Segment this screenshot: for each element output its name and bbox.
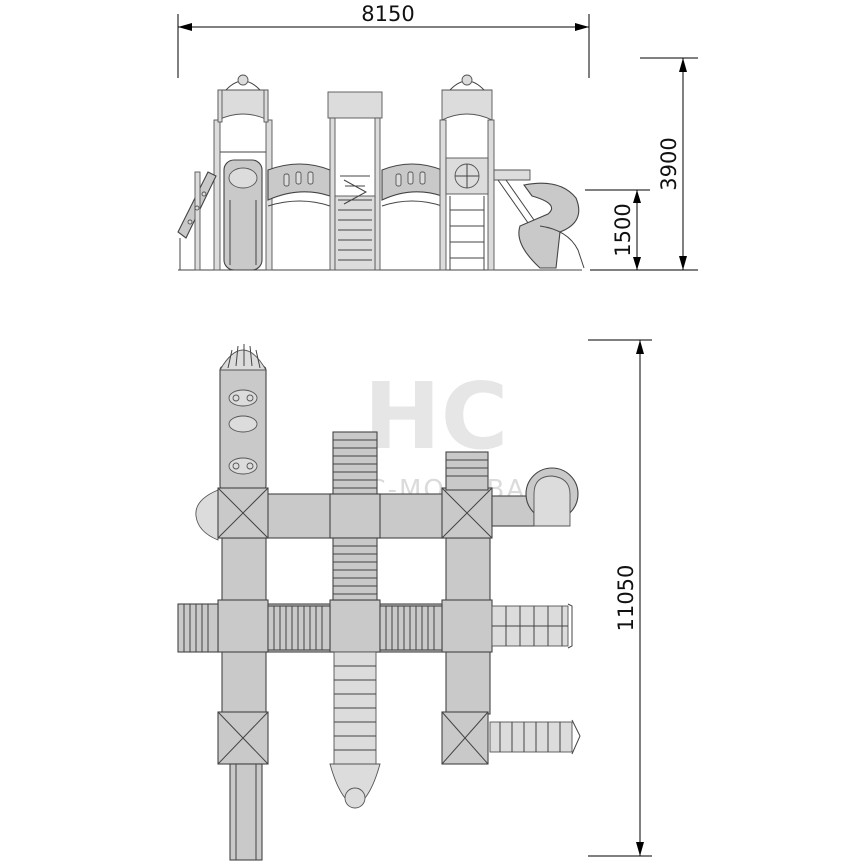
dimension-width: 8150 [177, 2, 590, 78]
plan-bridge-middle-inner-right [379, 605, 443, 651]
elevation-tower-2 [327, 91, 383, 271]
plan-platform-center [329, 599, 381, 653]
elevation-bridge-1 [267, 163, 331, 207]
elevation-view [177, 74, 585, 271]
plan-platform-middle-left [217, 599, 269, 653]
plan-bridge-top-middle [329, 431, 381, 601]
plan-ladder-center [329, 651, 381, 809]
plan-platform-bottom-right [441, 711, 489, 765]
plan-tower-roof-right [445, 451, 489, 491]
plan-platform-top-right [441, 487, 493, 539]
plan-spiral-slide [491, 467, 579, 527]
dimension-height: 3900 [590, 57, 698, 271]
dimension-length-label: 11050 [614, 565, 638, 632]
plan-platform-middle-right [441, 599, 493, 653]
plan-bridge-middle-left [177, 603, 219, 653]
elevation-stairs-slide [493, 169, 585, 269]
dimension-width-label: 8150 [361, 2, 414, 26]
plan-straight-slide [229, 763, 263, 861]
dimension-length: 11050 [588, 339, 652, 857]
plan-platform-bottom-left [217, 711, 269, 765]
plan-view [177, 344, 581, 861]
plan-bridge-middle-inner-left [267, 605, 331, 651]
dimension-platform-label: 1500 [611, 203, 635, 256]
elevation-tower-3 [439, 74, 495, 271]
plan-tube-slide [219, 344, 267, 491]
plan-ladder-right [491, 603, 573, 649]
dimension-platform: 1500 [585, 189, 650, 270]
watermark: HC HC-МОСКВА [346, 363, 524, 505]
elevation-bridge-2 [381, 163, 443, 207]
elevation-tower-1 [213, 74, 273, 271]
dimension-height-label: 3900 [657, 137, 681, 190]
elevation-climbing-wall [177, 171, 217, 271]
plan-round-deck-left [195, 489, 219, 541]
plan-stairs-bottom-right [489, 719, 581, 755]
plan-platform-top-left [217, 487, 269, 539]
